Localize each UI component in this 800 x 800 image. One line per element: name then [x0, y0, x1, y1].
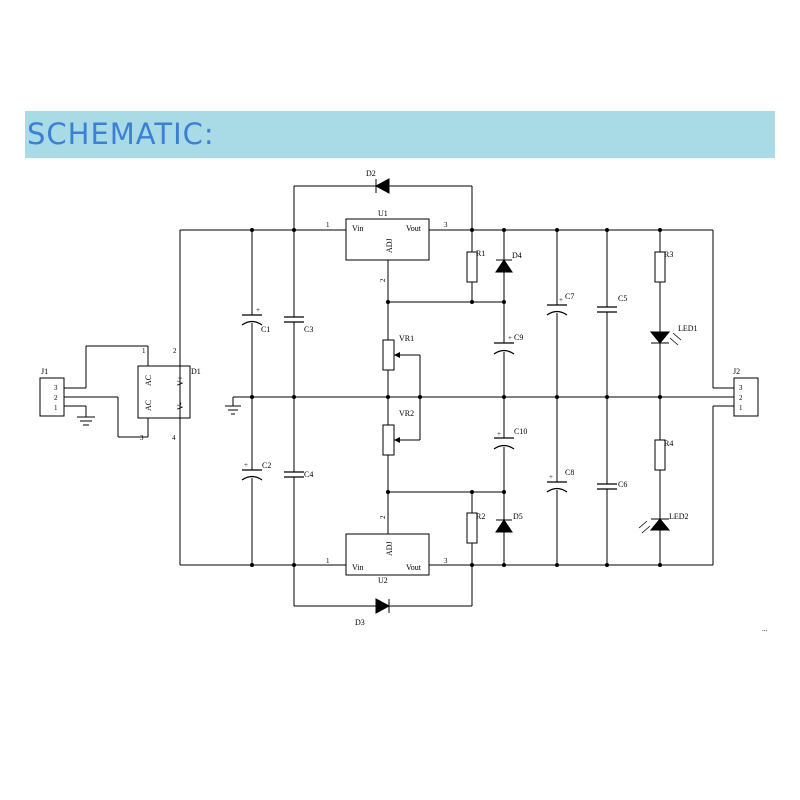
label-c2: C2 — [262, 461, 271, 470]
label-r2: R2 — [476, 512, 485, 521]
label-r1: R1 — [476, 249, 485, 258]
label-d2: D2 — [366, 169, 376, 178]
u1-adj-label: ADJ — [385, 238, 394, 253]
footnote-mark: ... — [762, 625, 768, 633]
bridge-pin3: 3 — [140, 434, 144, 442]
polarity-c10: + — [497, 430, 501, 438]
label-j2: J2 — [733, 367, 740, 376]
polarity-c9: + — [508, 334, 512, 342]
label-vr1: VR1 — [399, 334, 414, 343]
label-led2: LED2 — [669, 512, 689, 521]
label-c8: C8 — [565, 468, 574, 477]
u1-vin-label: Vin — [352, 224, 364, 233]
j1-connector — [39, 377, 65, 417]
label-c7: C7 — [565, 292, 574, 301]
d3-diode-icon — [375, 598, 391, 614]
u2-adj-label: ADJ — [385, 541, 394, 556]
vr2-potentiometer — [382, 424, 395, 456]
label-r4: R4 — [664, 439, 673, 448]
polarity-c7: + — [559, 296, 563, 304]
bridge-vplus: V+ — [176, 375, 185, 386]
polarity-c8: + — [549, 473, 553, 481]
polarity-c1: + — [256, 306, 260, 314]
j2-pin3: 3 — [739, 384, 743, 392]
bridge-pin2: 2 — [173, 347, 177, 355]
label-c5: C5 — [618, 294, 627, 303]
label-d1: D1 — [191, 367, 201, 376]
bridge-ac-bottom: AC — [144, 400, 153, 411]
label-d5: D5 — [513, 512, 523, 521]
label-c4: C4 — [304, 470, 313, 479]
u2-pin1: 1 — [326, 557, 330, 565]
j2-connector — [733, 377, 759, 417]
u1-pin1: 1 — [326, 221, 330, 229]
d5-diode-icon — [495, 519, 513, 533]
d4-diode-icon — [495, 259, 513, 273]
label-u1: U1 — [378, 209, 388, 218]
label-c9: C9 — [514, 333, 523, 342]
led1-icon — [649, 331, 671, 344]
u2-vin-label: Vin — [352, 563, 364, 572]
vr1-potentiometer — [382, 339, 395, 371]
label-c6: C6 — [618, 480, 627, 489]
bridge-ac-top: AC — [144, 375, 153, 386]
bridge-vminus: V- — [176, 402, 185, 410]
bridge-pin4: 4 — [172, 434, 176, 442]
u2-pin3: 3 — [444, 557, 448, 565]
u1-pin3: 3 — [444, 221, 448, 229]
label-u2: U2 — [378, 576, 388, 585]
label-r3: R3 — [664, 250, 673, 259]
j1-pin2: 2 — [54, 394, 58, 402]
j1-pin3: 3 — [54, 384, 58, 392]
j1-pin1: 1 — [54, 404, 58, 412]
led2-icon — [649, 518, 671, 531]
u2-vout-label: Vout — [406, 563, 422, 572]
label-c1: C1 — [261, 325, 270, 334]
u1-pin2: 2 — [379, 278, 387, 282]
label-vr2: VR2 — [399, 409, 414, 418]
u1-vout-label: Vout — [406, 224, 422, 233]
u2-pin2: 2 — [379, 515, 387, 519]
d1-bridge-rectifier — [137, 365, 191, 419]
j2-pin1: 1 — [739, 404, 743, 412]
label-c3: C3 — [304, 325, 313, 334]
label-led1: LED1 — [678, 324, 698, 333]
d2-diode-icon — [374, 178, 390, 194]
label-j1: J1 — [41, 367, 48, 376]
polarity-c2: + — [244, 461, 248, 469]
label-d3: D3 — [355, 618, 365, 627]
label-c10: C10 — [514, 427, 527, 436]
label-d4: D4 — [512, 251, 522, 260]
j2-pin2: 2 — [739, 394, 743, 402]
bridge-pin1: 1 — [142, 347, 146, 355]
header-banner: SCHEMATIC: — [25, 111, 775, 158]
page-title: SCHEMATIC: — [27, 117, 215, 151]
